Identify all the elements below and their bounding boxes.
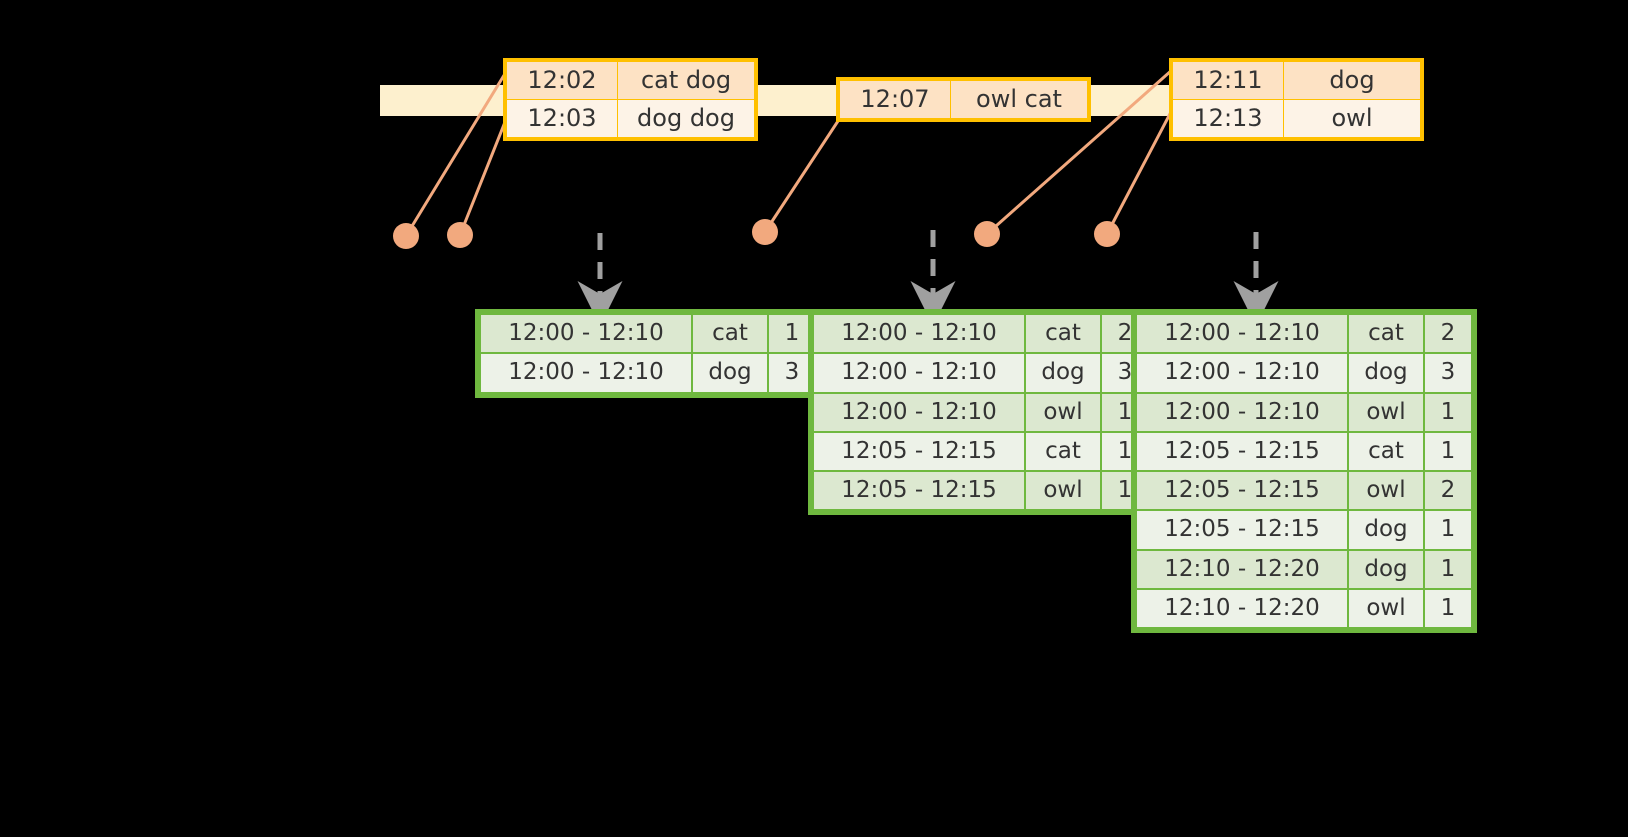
result-window: 12:05 - 12:15 — [1135, 430, 1349, 473]
result-count: 1 — [1423, 548, 1473, 591]
leader-line-5 — [1105, 109, 1174, 235]
result-word: dog — [1024, 352, 1102, 394]
result-count: 1 — [1423, 588, 1473, 630]
marker-dot-5 — [1094, 221, 1120, 247]
event-words: dog — [1283, 60, 1421, 101]
result-word: dog — [1347, 548, 1425, 591]
event-words: owl cat — [950, 79, 1088, 120]
table-row: 12:10 - 12:20 owl 1 — [1135, 588, 1473, 630]
result-word: cat — [1347, 430, 1425, 473]
result-window: 12:00 - 12:10 — [812, 312, 1026, 355]
result-word: owl — [1347, 470, 1425, 512]
table-row: 12:00 - 12:10 cat 1 — [479, 312, 817, 355]
marker-dot-2 — [447, 222, 473, 248]
result-table-3: 12:00 - 12:10 cat 2 12:00 - 12:10 dog 3 … — [1131, 309, 1477, 634]
table-row: 12:05 - 12:15 owl 1 — [812, 470, 1150, 512]
marker-dot-1 — [393, 223, 419, 249]
result-word: cat — [1024, 312, 1102, 355]
result-window: 12:05 - 12:15 — [1135, 470, 1349, 512]
event-time: 12:11 — [1172, 60, 1284, 101]
result-word: owl — [1024, 391, 1102, 433]
table-row: 12:05 - 12:15 cat 1 — [812, 430, 1150, 473]
result-word: dog — [691, 352, 769, 394]
event-row: 12:11 dog — [1172, 60, 1421, 101]
result-window: 12:00 - 12:10 — [479, 312, 693, 355]
result-window: 12:00 - 12:10 — [1135, 312, 1349, 355]
result-word: dog — [1347, 352, 1425, 394]
table-row: 12:05 - 12:15 cat 1 — [1135, 430, 1473, 473]
event-group-3: 12:11 dog 12:13 owl — [1169, 58, 1424, 142]
result-window: 12:05 - 12:15 — [812, 470, 1026, 512]
result-count: 2 — [1423, 470, 1473, 512]
table-row: 12:00 - 12:10 cat 2 — [812, 312, 1150, 355]
event-row: 12:13 owl — [1172, 99, 1421, 139]
event-row: 12:07 owl cat — [839, 79, 1088, 120]
table-row: 12:05 - 12:15 owl 2 — [1135, 470, 1473, 512]
result-table-2: 12:00 - 12:10 cat 2 12:00 - 12:10 dog 3 … — [808, 309, 1154, 516]
result-word: cat — [1024, 430, 1102, 473]
table-row: 12:00 - 12:10 dog 3 — [812, 352, 1150, 394]
result-word: owl — [1347, 391, 1425, 433]
result-word: owl — [1347, 588, 1425, 630]
result-window: 12:05 - 12:15 — [1135, 509, 1349, 551]
result-word: cat — [1347, 312, 1425, 355]
event-words: dog dog — [617, 99, 755, 139]
result-word: dog — [1347, 509, 1425, 551]
result-window: 12:10 - 12:20 — [1135, 548, 1349, 591]
event-time: 12:13 — [1172, 99, 1284, 139]
table-row: 12:00 - 12:10 dog 3 — [1135, 352, 1473, 394]
leader-line-2 — [458, 111, 511, 236]
event-row: 12:02 cat dog — [506, 60, 755, 101]
result-count: 1 — [1423, 391, 1473, 433]
event-words: cat dog — [617, 60, 755, 101]
result-count: 3 — [1423, 352, 1473, 394]
leader-line-3 — [763, 117, 842, 233]
table-row: 12:00 - 12:10 owl 1 — [812, 391, 1150, 433]
result-window: 12:05 - 12:15 — [812, 430, 1026, 473]
table-row: 12:00 - 12:10 owl 1 — [1135, 391, 1473, 433]
flow-arrows — [577, 230, 1279, 326]
result-word: owl — [1024, 470, 1102, 512]
table-row: 12:00 - 12:10 dog 3 — [479, 352, 817, 394]
result-window: 12:00 - 12:10 — [479, 352, 693, 394]
result-count: 1 — [1423, 509, 1473, 551]
event-time: 12:03 — [506, 99, 618, 139]
result-window: 12:00 - 12:10 — [1135, 352, 1349, 394]
result-window: 12:00 - 12:10 — [812, 391, 1026, 433]
leader-line-1 — [404, 71, 508, 237]
result-count: 1 — [1423, 430, 1473, 473]
table-row: 12:10 - 12:20 dog 1 — [1135, 548, 1473, 591]
marker-dot-4 — [974, 221, 1000, 247]
result-word: cat — [691, 312, 769, 355]
event-group-2: 12:07 owl cat — [836, 77, 1091, 123]
event-group-1: 12:02 cat dog 12:03 dog dog — [503, 58, 758, 142]
event-time: 12:07 — [839, 79, 951, 120]
table-row: 12:05 - 12:15 dog 1 — [1135, 509, 1473, 551]
result-count: 2 — [1423, 312, 1473, 355]
marker-dots — [393, 219, 1120, 249]
result-table-1: 12:00 - 12:10 cat 1 12:00 - 12:10 dog 3 — [475, 309, 821, 398]
event-time: 12:02 — [506, 60, 618, 101]
event-row: 12:03 dog dog — [506, 99, 755, 139]
table-row: 12:00 - 12:10 cat 2 — [1135, 312, 1473, 355]
result-window: 12:10 - 12:20 — [1135, 588, 1349, 630]
event-words: owl — [1283, 99, 1421, 139]
result-window: 12:00 - 12:10 — [812, 352, 1026, 394]
result-window: 12:00 - 12:10 — [1135, 391, 1349, 433]
marker-dot-3 — [752, 219, 778, 245]
